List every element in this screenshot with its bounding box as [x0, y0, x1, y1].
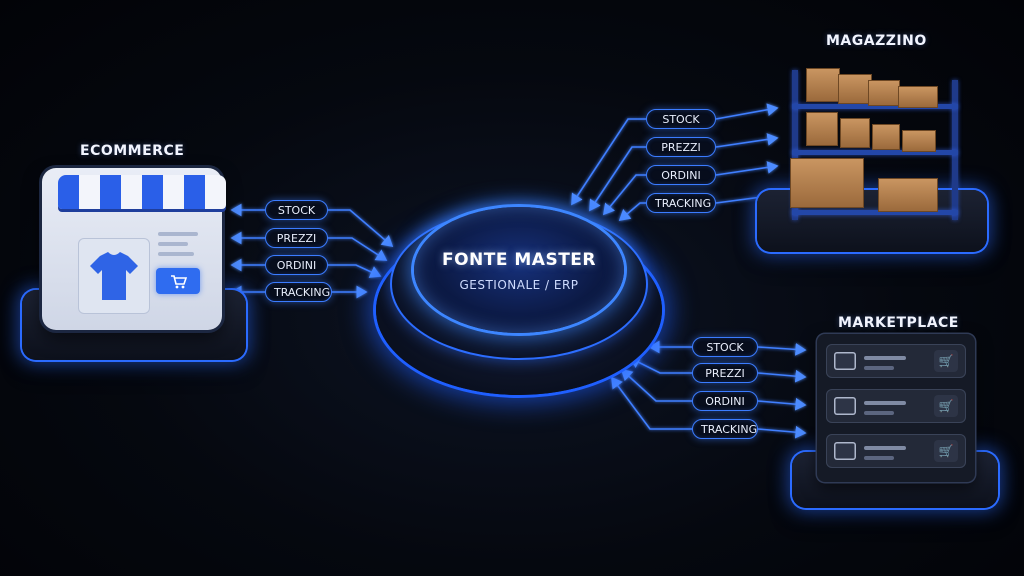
text-line [864, 446, 906, 450]
master-subtitle: GESTIONALE / ERP [459, 278, 579, 292]
master-node [414, 207, 624, 333]
magazzino-flow-prezzi: PREZZI [646, 137, 716, 157]
magazzino-flow-stock: STOCK [646, 109, 716, 129]
marketplace-flow-stock: STOCK [692, 337, 758, 357]
ecommerce-title: ECOMMERCE [80, 143, 185, 159]
marketplace-flow-prezzi: PREZZI [692, 363, 758, 383]
store-icon [834, 397, 856, 415]
store-icon [834, 442, 856, 460]
marketplace-title: MARKETPLACE [838, 315, 959, 331]
cart-icon [171, 275, 188, 289]
product-card [78, 238, 150, 314]
ecommerce-flow-ordini: ORDINI [265, 255, 328, 275]
magazzino-flow-tracking: TRACKING [646, 193, 716, 213]
add-to-cart-button[interactable] [156, 268, 200, 294]
text-line [864, 411, 894, 415]
ecommerce-flow-tracking: TRACKING [265, 282, 332, 302]
cart-icon[interactable]: 🛒 [934, 350, 958, 372]
cart-icon[interactable]: 🛒 [934, 440, 958, 462]
tshirt-icon [90, 252, 138, 300]
cart-icon[interactable]: 🛒 [934, 395, 958, 417]
text-line [158, 232, 198, 236]
master-title: FONTE MASTER [441, 250, 597, 270]
text-line [864, 366, 894, 370]
marketplace-flow-tracking: TRACKING [692, 419, 758, 439]
store-icon [834, 352, 856, 370]
ecommerce-flow-prezzi: PREZZI [265, 228, 328, 248]
text-line [158, 252, 194, 256]
store-awning-icon [58, 175, 226, 209]
text-line [158, 242, 188, 246]
marketplace-flow-ordini: ORDINI [692, 391, 758, 411]
ecommerce-flow-stock: STOCK [265, 200, 328, 220]
magazzino-title: MAGAZZINO [826, 33, 927, 49]
text-line [864, 356, 906, 360]
text-line [864, 456, 894, 460]
text-line [864, 401, 906, 405]
magazzino-flow-ordini: ORDINI [646, 165, 716, 185]
